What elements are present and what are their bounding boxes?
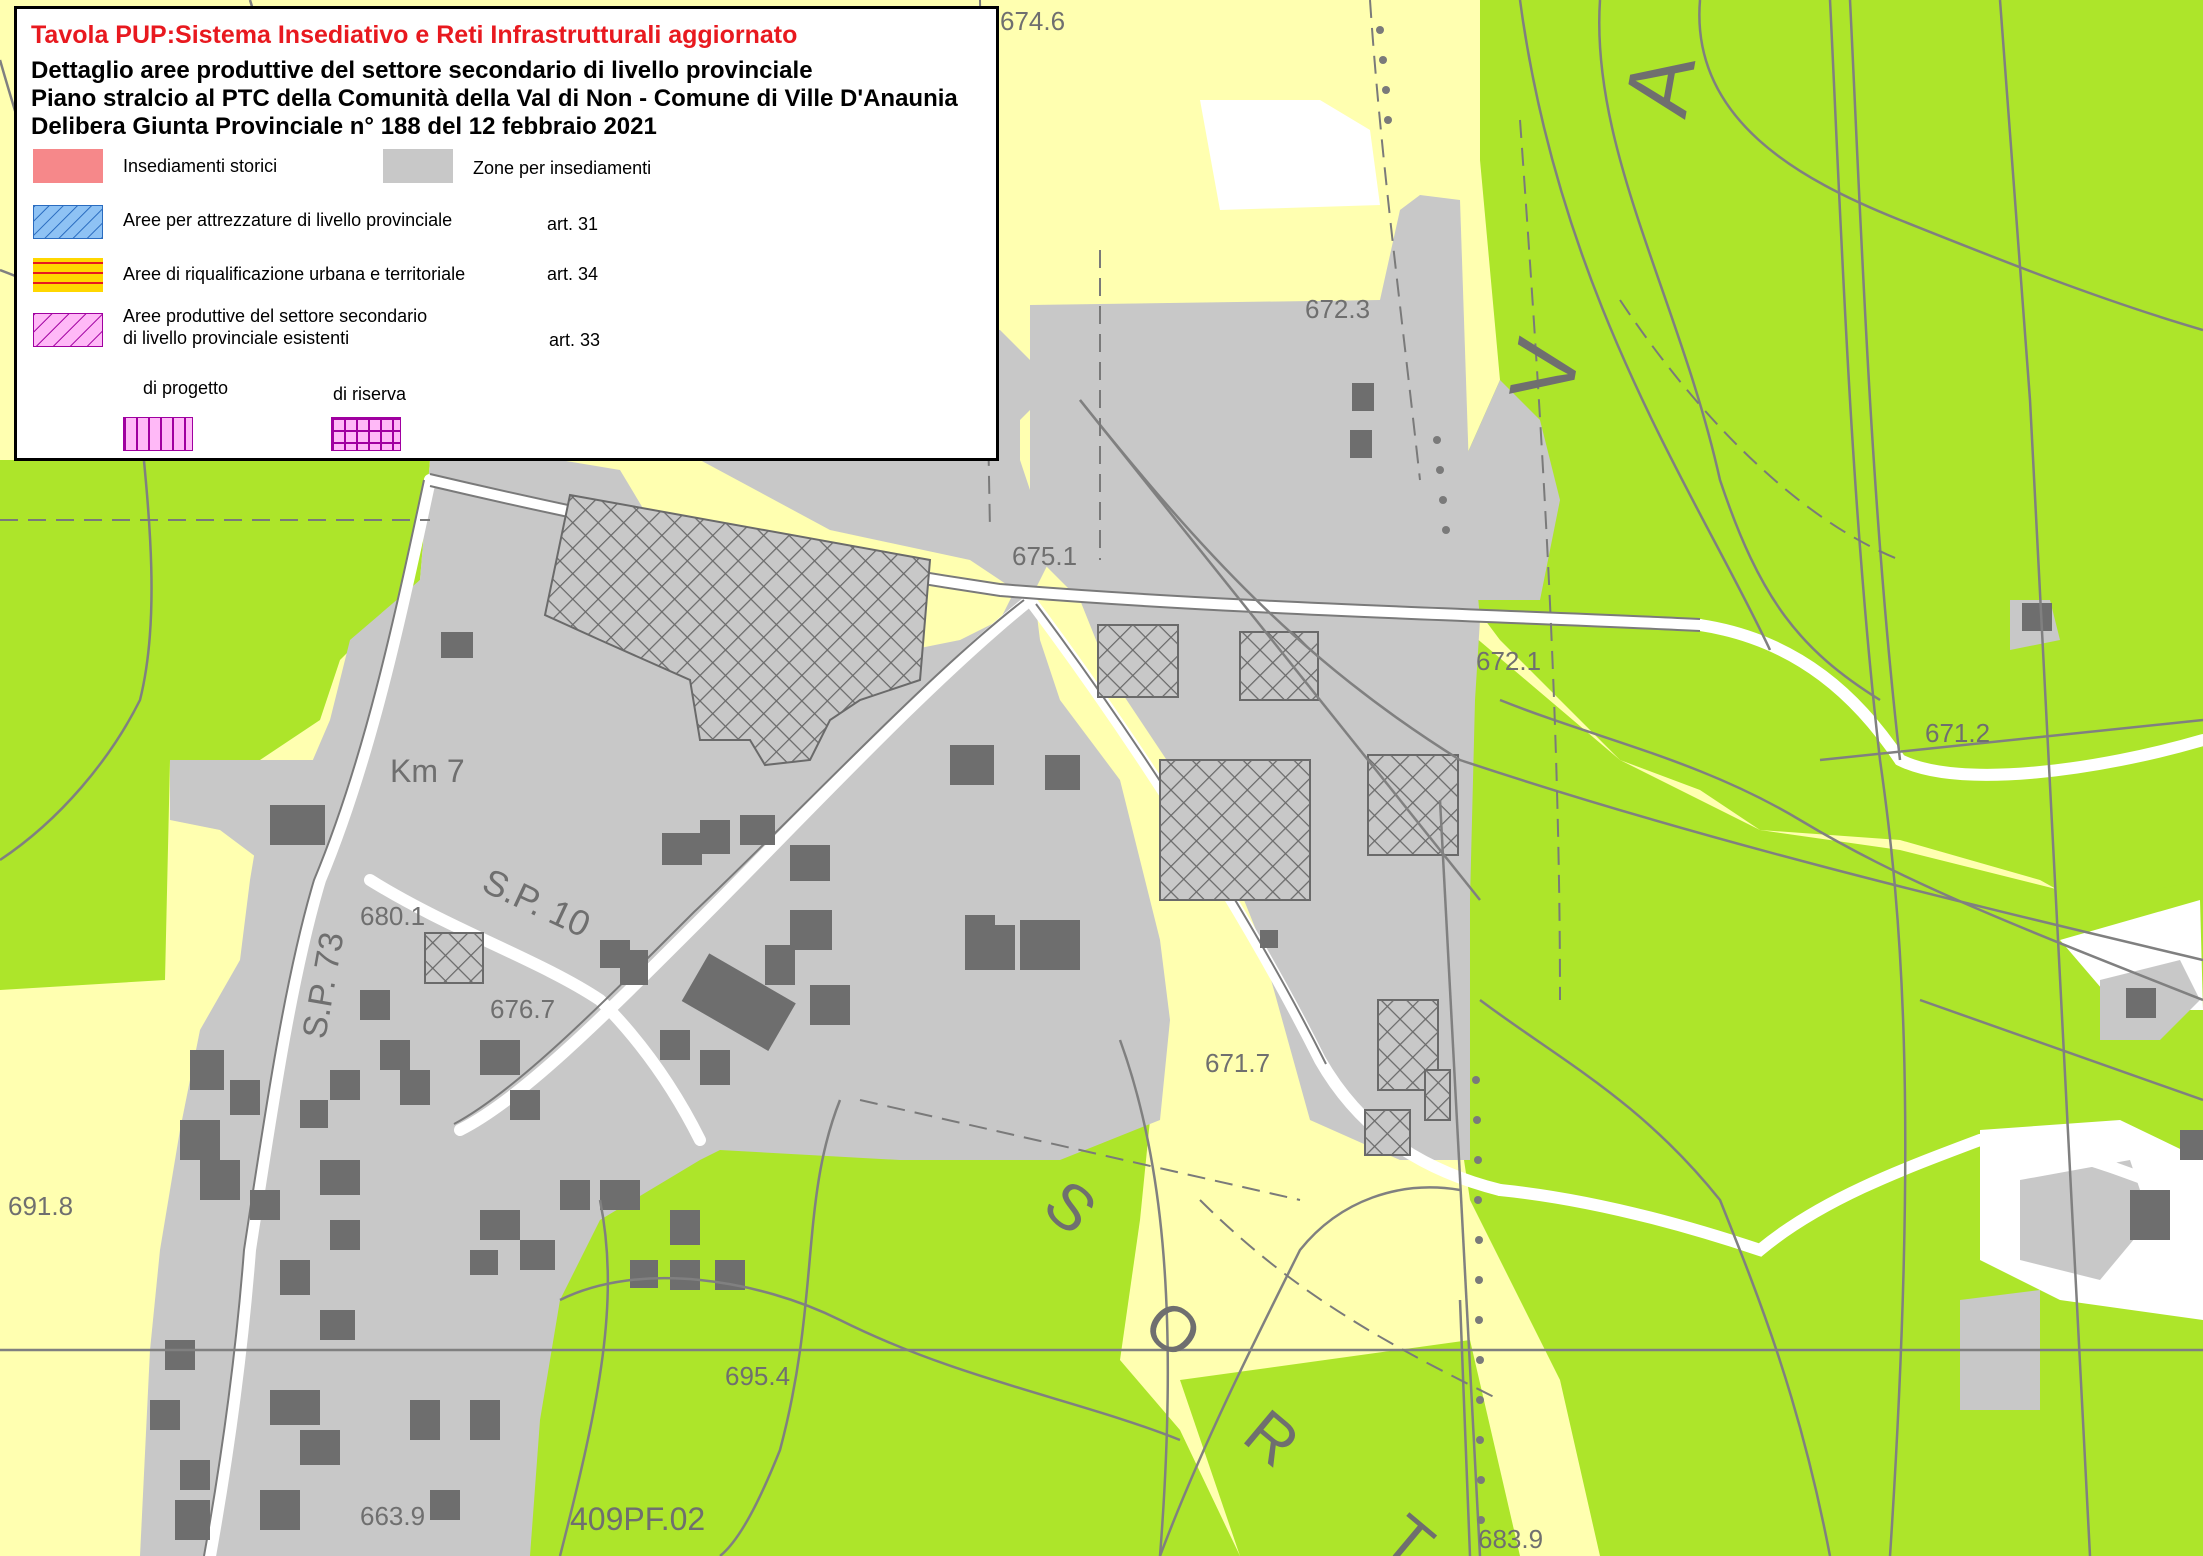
legend-label: Aree produttive del settore secondario bbox=[123, 306, 428, 326]
swatch-di-riserva bbox=[331, 417, 401, 451]
swatch-produttive-esistenti bbox=[33, 313, 103, 347]
elevation-label: 691.8 bbox=[8, 1191, 73, 1221]
elevation-label: 671.7 bbox=[1205, 1048, 1270, 1078]
legend-subtitle: Dettaglio aree produttive del settore se… bbox=[31, 57, 813, 84]
swatch-attrezzature bbox=[33, 205, 103, 239]
legend-subtitle: Delibera Giunta Provinciale n° 188 del 1… bbox=[31, 113, 657, 140]
swatch-zone-insediamenti bbox=[383, 149, 453, 183]
elevation-label: 674.6 bbox=[1000, 6, 1065, 36]
swatch-riqualificazione bbox=[33, 258, 103, 292]
legend-subtitle: Piano stralcio al PTC della Comunità del… bbox=[31, 85, 958, 112]
building-footprints bbox=[150, 383, 2203, 1540]
elevation-label: 672.3 bbox=[1305, 294, 1370, 324]
parcel-label: 409PF.02 bbox=[570, 1501, 705, 1537]
legend-label: Insediamenti storici bbox=[123, 156, 278, 176]
km-marker-label: Km 7 bbox=[390, 753, 465, 789]
elevation-label: 672.1 bbox=[1476, 646, 1541, 676]
legend-label: di riserva bbox=[333, 384, 407, 404]
elevation-label: 675.1 bbox=[1012, 541, 1077, 571]
elevation-label: 683.9 bbox=[1478, 1524, 1543, 1554]
swatch-di-progetto bbox=[123, 417, 193, 451]
legend-label: di livello provinciale esistenti bbox=[123, 328, 350, 348]
dotted-line bbox=[1376, 26, 1485, 1524]
legend-art: art. 34 bbox=[547, 264, 599, 284]
hatched-buildings bbox=[424, 493, 1459, 1156]
elevation-label: 676.7 bbox=[490, 994, 555, 1024]
elevation-label: 663.9 bbox=[360, 1501, 425, 1531]
legend-art: art. 33 bbox=[549, 330, 601, 350]
elevation-label: 680.1 bbox=[360, 901, 425, 931]
legend-label: Aree di riqualificazione urbana e territ… bbox=[123, 264, 466, 284]
legend-panel: Tavola PUP:Sistema Insediativo e Reti In… bbox=[14, 6, 999, 461]
elevation-label: 695.4 bbox=[725, 1361, 790, 1391]
legend-label: Zone per insediamenti bbox=[473, 158, 652, 178]
legend-title: Tavola PUP:Sistema Insediativo e Reti In… bbox=[31, 21, 798, 49]
legend-label: Aree per attrezzature di livello provinc… bbox=[123, 210, 453, 230]
legend-label: di progetto bbox=[143, 378, 229, 398]
elevation-label: 671.2 bbox=[1925, 718, 1990, 748]
swatch-insediamenti-storici bbox=[33, 149, 103, 183]
legend-art: art. 31 bbox=[547, 214, 599, 234]
